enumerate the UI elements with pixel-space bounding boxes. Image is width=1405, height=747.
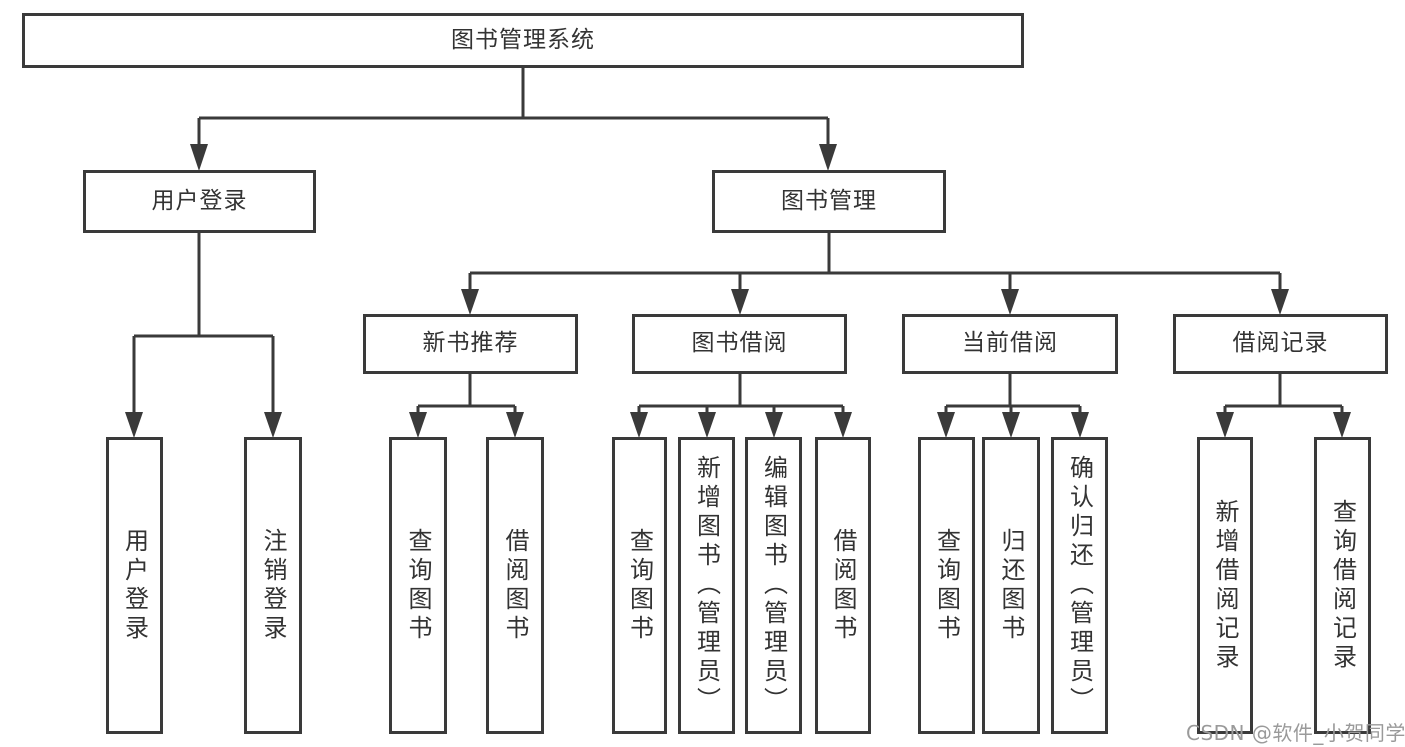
- leaf-add-book-admin: 新增图书（管理员）: [678, 437, 735, 734]
- csdn-watermark: CSDN @软件_小贺同学: [1186, 721, 1405, 745]
- node-book-borrowing: 图书借阅: [632, 314, 847, 374]
- node-current-borrowing: 当前借阅: [902, 314, 1118, 374]
- leaf-add-borrow-record: 新增借阅记录: [1197, 437, 1253, 734]
- leaf-edit-book-admin: 编辑图书（管理员）: [745, 437, 802, 734]
- node-borrowing-records: 借阅记录: [1173, 314, 1388, 374]
- node-book-management: 图书管理: [712, 170, 946, 233]
- leaf-confirm-return-admin: 确认归还（管理员）: [1051, 437, 1108, 734]
- leaf-user-login: 用户登录: [106, 437, 163, 734]
- node-library-management-system: 图书管理系统: [22, 13, 1024, 68]
- leaf-query-books-current: 查询图书: [918, 437, 975, 734]
- leaf-borrow-books: 借阅图书: [815, 437, 871, 734]
- leaf-query-books-recommend: 查询图书: [389, 437, 447, 734]
- leaf-query-borrow-record: 查询借阅记录: [1314, 437, 1371, 734]
- node-user-login: 用户登录: [83, 170, 316, 233]
- leaf-return-book: 归还图书: [982, 437, 1040, 734]
- node-new-book-recommendation: 新书推荐: [363, 314, 578, 374]
- leaf-query-books-borrow: 查询图书: [612, 437, 667, 734]
- leaf-logout: 注销登录: [244, 437, 302, 734]
- leaf-borrow-books-recommend: 借阅图书: [486, 437, 544, 734]
